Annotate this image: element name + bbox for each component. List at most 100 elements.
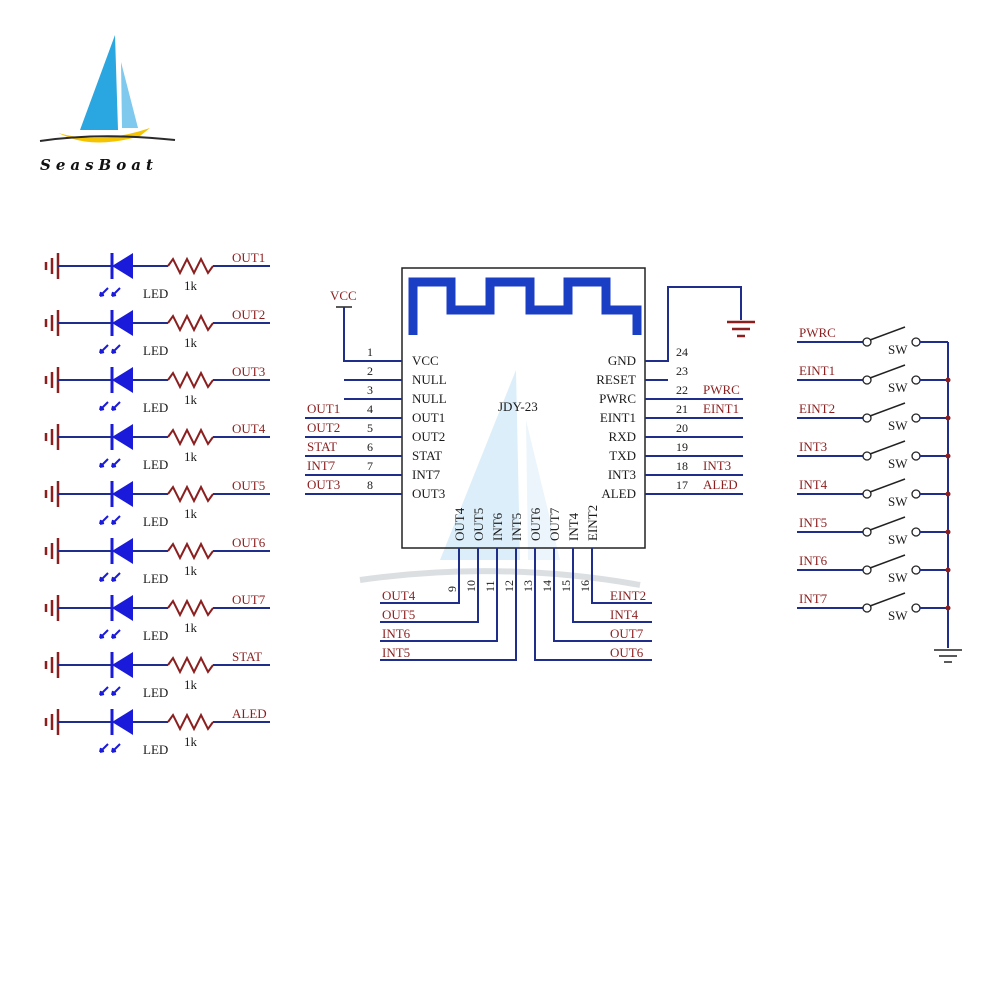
brand-logo: SeasBoat — [39, 35, 176, 174]
pin-wire — [591, 548, 652, 604]
pin-number: 2 — [367, 364, 373, 378]
chip-bottom-pins: OUT49OUT4OUT510OUT5INT611INT6INT512INT5O… — [380, 505, 652, 661]
led-diode-icon — [112, 709, 133, 735]
led-light-arrow-icon — [111, 572, 121, 582]
pin-name: OUT5 — [471, 508, 486, 541]
pin-wire — [380, 548, 517, 661]
led-light-arrow-icon — [99, 629, 109, 639]
gnd-wire — [645, 286, 742, 362]
led-diode-icon — [112, 424, 133, 450]
pin-name: INT4 — [566, 512, 581, 541]
junction-dot — [945, 453, 951, 459]
led-light-arrow-icon — [111, 344, 121, 354]
pin-name: NULL — [412, 391, 447, 406]
led-label: LED — [143, 286, 168, 301]
led-light-arrow-icon — [99, 515, 109, 525]
resistor-value: 1k — [184, 677, 198, 692]
net-label-out3: OUT3 — [232, 364, 265, 379]
switch-contact-icon — [862, 527, 872, 537]
switch-contact-icon — [862, 337, 872, 347]
resistor-icon — [167, 313, 214, 333]
chip-right-pins: 24GND23RESET22PWRCPWRC21EINT1EINT120RXD1… — [596, 345, 743, 501]
chip-name: JDY-23 — [498, 399, 538, 414]
junction-dot — [945, 605, 951, 611]
pin-name: TXD — [609, 448, 636, 463]
watermark — [359, 370, 641, 588]
pin-name: NULL — [412, 372, 447, 387]
pin-number: 19 — [676, 440, 688, 454]
switch-contact-icon — [911, 451, 921, 461]
pin-number: 7 — [367, 459, 373, 473]
net-label-out6: OUT6 — [232, 535, 266, 550]
chip-body — [401, 267, 646, 549]
switch-lever-icon — [869, 440, 906, 455]
pin-name: INT7 — [412, 467, 441, 482]
net-label-eint2: EINT2 — [799, 401, 835, 416]
resistor-icon — [167, 712, 214, 732]
net-label-int5: INT5 — [382, 645, 410, 660]
pin-number: 14 — [540, 580, 554, 592]
net-label-int5: INT5 — [799, 515, 827, 530]
pin-number: 11 — [483, 580, 497, 592]
led-label: LED — [143, 457, 168, 472]
switch-contact-icon — [862, 565, 872, 575]
pin-name: ALED — [601, 486, 636, 501]
resistor-icon — [167, 484, 214, 504]
switch-contact-icon — [911, 489, 921, 499]
pin-number: 22 — [676, 383, 688, 397]
switch-lever-icon — [869, 516, 906, 531]
pin-name: INT3 — [608, 467, 636, 482]
led-light-arrow-icon — [111, 686, 121, 696]
pin-name: INT5 — [509, 513, 524, 541]
led-diode-icon — [112, 367, 133, 393]
resistor-value: 1k — [184, 734, 198, 749]
junction-dot — [945, 377, 951, 383]
resistor-icon — [167, 655, 214, 675]
logo-wave — [39, 135, 176, 142]
net-label-pwrc: PWRC — [799, 325, 836, 340]
switch-contact-icon — [911, 375, 921, 385]
pin-name: OUT7 — [547, 507, 562, 541]
net-label-out4: OUT4 — [382, 588, 416, 603]
net-label-out6: OUT6 — [610, 645, 644, 660]
switch-label: SW — [888, 494, 908, 509]
led-diode-icon — [112, 253, 133, 279]
led-light-arrow-icon — [99, 458, 109, 468]
switch-contact-icon — [862, 413, 872, 423]
resistor-value: 1k — [184, 563, 198, 578]
pin-number: 12 — [502, 580, 516, 592]
led-light-arrow-icon — [99, 287, 109, 297]
switch-contact-icon — [911, 603, 921, 613]
pin-name: STAT — [412, 448, 442, 463]
resistor-value: 1k — [184, 620, 198, 635]
led-light-arrow-icon — [111, 287, 121, 297]
net-label-out2: OUT2 — [232, 307, 265, 322]
pin-wire — [380, 548, 460, 604]
junction-dot — [945, 567, 951, 573]
led-light-arrow-icon — [111, 401, 121, 411]
resistor-value: 1k — [184, 506, 198, 521]
pin-number: 15 — [559, 580, 573, 592]
net-label-int3: INT3 — [799, 439, 827, 454]
led-label: LED — [143, 400, 168, 415]
switch-lever-icon — [869, 478, 906, 493]
led-label: LED — [143, 571, 168, 586]
